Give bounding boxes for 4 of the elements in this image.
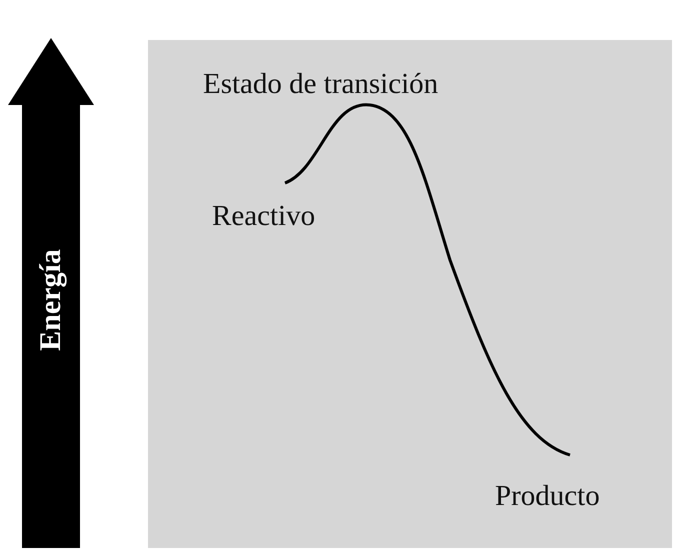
peak-label: Estado de transición — [203, 70, 438, 99]
end-label: Producto — [495, 482, 600, 511]
start-label: Reactivo — [212, 202, 316, 231]
axis-label: Energía — [36, 249, 66, 351]
